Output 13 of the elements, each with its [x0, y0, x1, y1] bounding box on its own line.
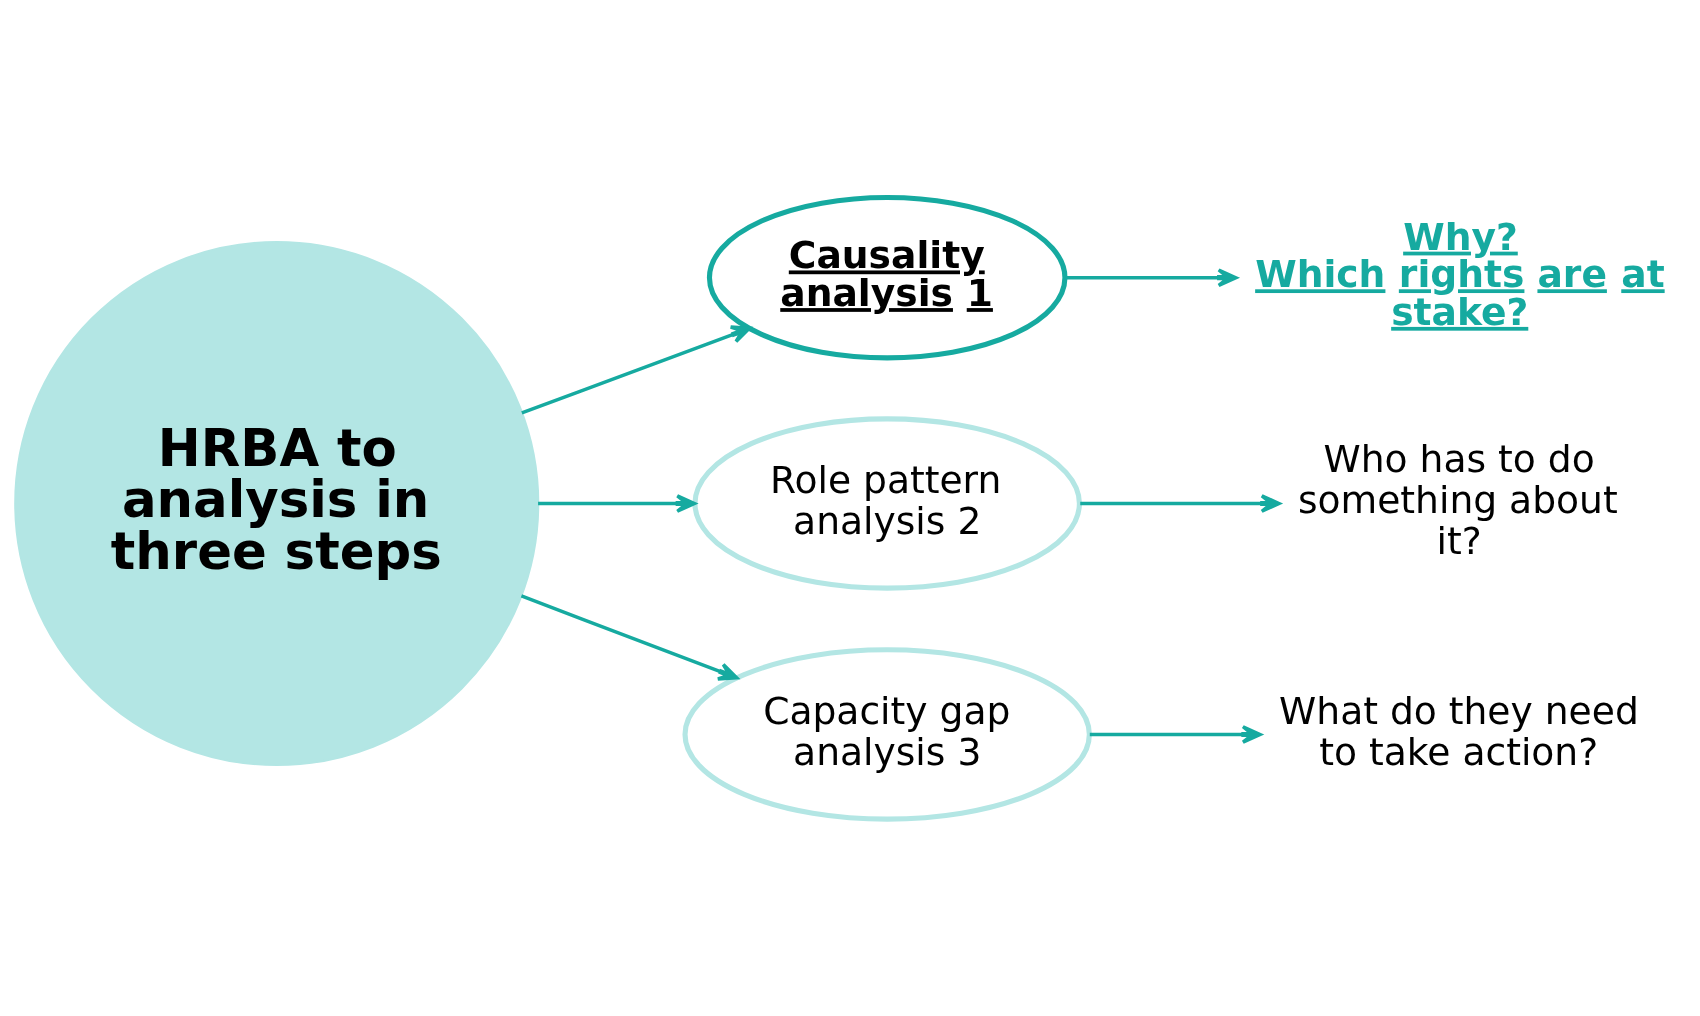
node-text: Why? Which rights are at stake?	[1255, 214, 1665, 334]
arrow	[538, 493, 697, 513]
arrow	[1089, 724, 1262, 744]
node-text: Who has to do something about it?	[1297, 436, 1618, 563]
arrow	[520, 593, 739, 681]
node-ellipse: Capacity gap analysis 3	[682, 646, 1092, 822]
arrow	[1065, 267, 1238, 287]
arrow	[1080, 493, 1281, 513]
node-text: What do they need to take action?	[1279, 688, 1639, 774]
arrow	[521, 324, 752, 415]
node-ellipse: Causality analysis 1	[706, 194, 1068, 360]
node-circle: HRBA to analysis in three steps	[14, 240, 540, 766]
node-ellipse: Role pattern analysis 2	[692, 415, 1082, 591]
